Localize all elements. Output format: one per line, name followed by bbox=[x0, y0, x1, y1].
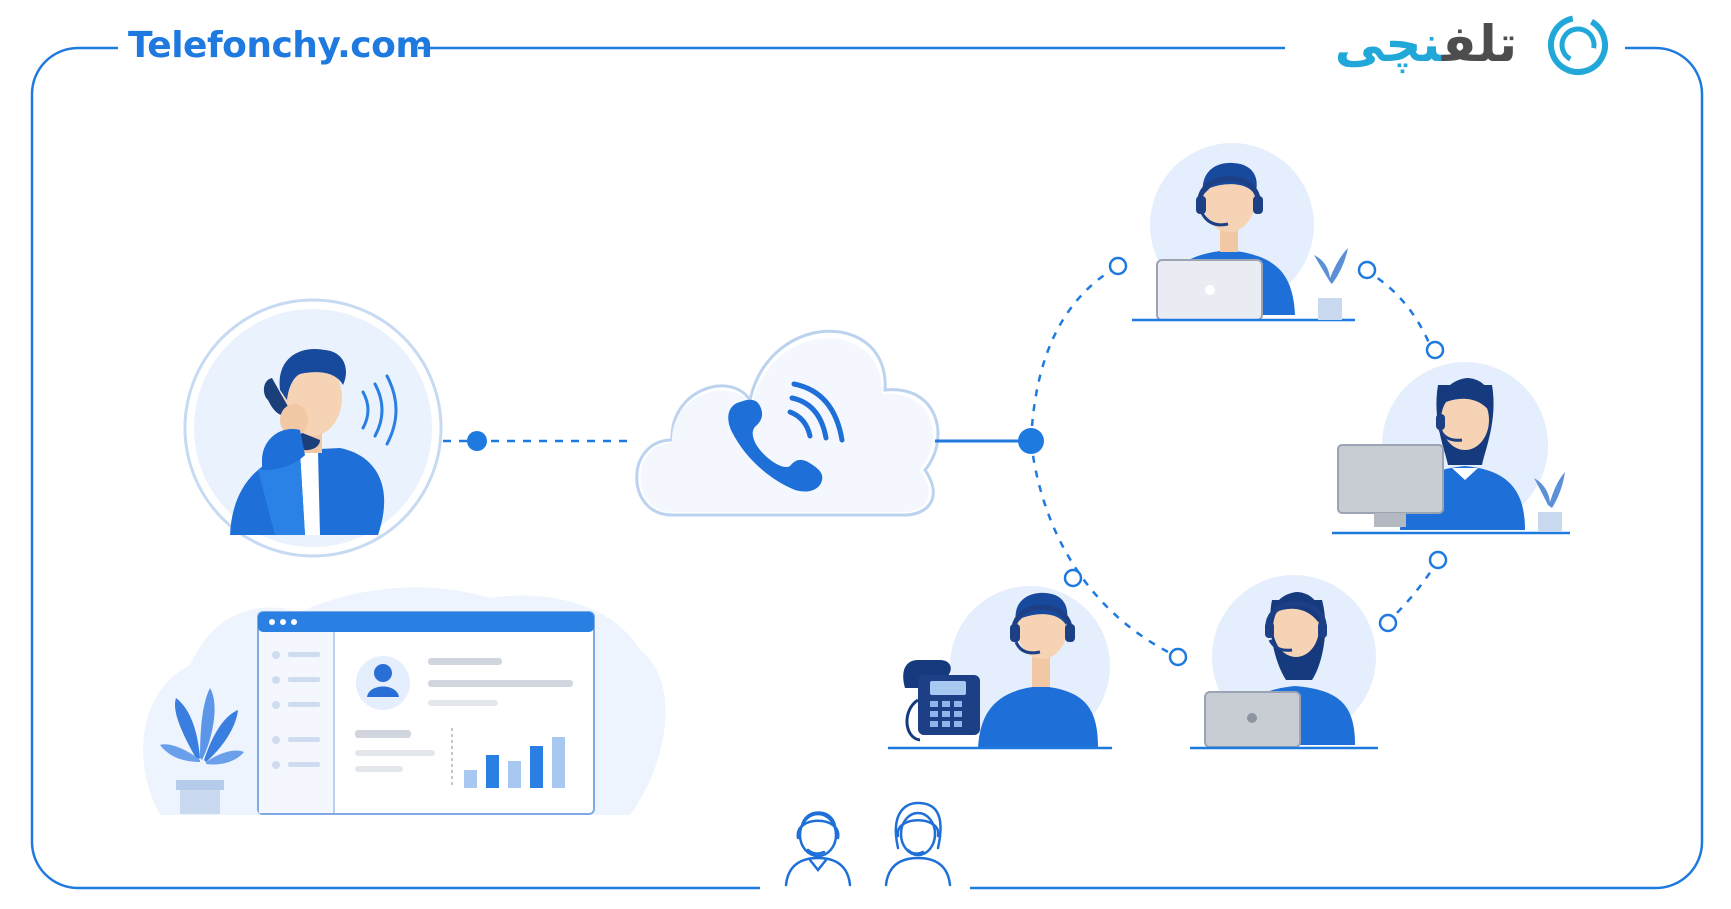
cloud-hub-connector bbox=[935, 428, 1044, 454]
cloud bbox=[635, 329, 940, 517]
crm-bar-chart bbox=[464, 737, 565, 788]
phone-ringing-icon bbox=[728, 381, 845, 492]
brand-logo[interactable]: تلفنچی bbox=[1285, 10, 1625, 80]
footer-icons bbox=[784, 801, 952, 887]
crm-bar bbox=[552, 737, 565, 788]
crm-dashboard-icon bbox=[257, 611, 595, 815]
agent-right bbox=[1332, 362, 1570, 535]
female-agent-icon bbox=[884, 801, 952, 887]
male-agent-icon bbox=[784, 811, 852, 887]
agent-with-desk-phone-icon bbox=[888, 592, 1112, 750]
agent-with-laptop-icon bbox=[1132, 162, 1355, 322]
agent-top bbox=[1132, 143, 1355, 322]
site-name[interactable]: Telefonchy.com bbox=[118, 22, 433, 70]
caller-group bbox=[183, 298, 443, 558]
network-nodes bbox=[1063, 256, 1448, 667]
plant-icon bbox=[160, 688, 244, 814]
caller-on-phone-icon bbox=[230, 348, 398, 535]
telefonchy-logo-icon bbox=[1548, 15, 1608, 75]
brand-logo-text-part2: نچی bbox=[1334, 15, 1442, 73]
agent-with-desktop-icon bbox=[1332, 378, 1570, 535]
agent-network bbox=[1029, 264, 1440, 659]
brand-logo-text: تلفنچی bbox=[1335, 14, 1517, 74]
agent-bottom-right bbox=[1190, 575, 1378, 750]
crm-bar bbox=[486, 755, 499, 788]
crm-bar bbox=[464, 770, 477, 788]
crm-bar bbox=[508, 761, 521, 788]
caller-cloud-connector bbox=[443, 431, 635, 451]
crm-bar bbox=[530, 746, 543, 788]
crm-area bbox=[143, 587, 666, 815]
brand-logo-text-part1: تلف bbox=[1441, 15, 1517, 73]
agent-with-laptop-icon bbox=[1190, 592, 1378, 750]
agent-bottom-left bbox=[888, 586, 1112, 750]
